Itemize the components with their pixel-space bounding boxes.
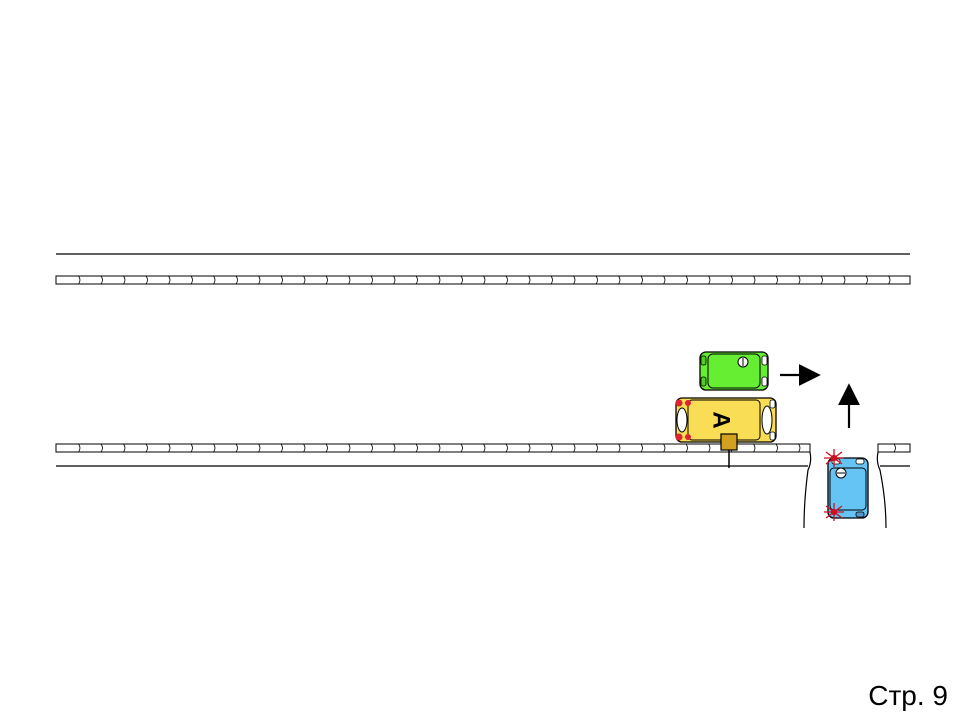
curb-stone-joint	[595, 275, 598, 285]
curb-stone-joint	[640, 275, 643, 285]
curb-stone-joint	[303, 443, 306, 453]
green-car	[699, 351, 769, 391]
curb-stone-joint	[483, 275, 486, 285]
curb-stone-joint	[775, 275, 778, 285]
curb-stone-joint	[370, 275, 373, 285]
curb-stone-joint	[168, 443, 171, 453]
curb-stone-joint	[820, 275, 823, 285]
driveway-left-edge	[803, 451, 812, 529]
curb-stone-joint	[708, 275, 711, 285]
curb-stone-joint	[415, 443, 418, 453]
driveway-right-edge	[876, 451, 887, 529]
curb-stone-joint	[460, 275, 463, 285]
curb-stone-joint	[348, 275, 351, 285]
curb-stone-joint	[325, 443, 328, 453]
curb-stone-joint	[730, 275, 733, 285]
brake-light-icon	[685, 400, 691, 406]
hazard-light-icon	[824, 503, 844, 521]
curb-stone-joint	[775, 443, 778, 453]
curb-stone-joint	[685, 443, 688, 453]
curb-stone-joint	[663, 275, 666, 285]
curb-stone-joint	[573, 275, 576, 285]
curb-stone-joint	[438, 443, 441, 453]
curb-stone-joint	[123, 275, 126, 285]
curb-stone-joint	[505, 443, 508, 453]
curb-stone-joint	[100, 275, 103, 285]
curb-stone-joint	[888, 275, 891, 285]
curb-stone-joint	[280, 275, 283, 285]
curb-stone-joint	[78, 443, 81, 453]
curb-top	[55, 275, 911, 285]
curb-stone-joint	[460, 443, 463, 453]
curb-stone-joint	[190, 443, 193, 453]
curb-stone-joint	[865, 275, 868, 285]
curb-stone-joint	[235, 275, 238, 285]
curb-stone-joint	[798, 275, 801, 285]
brake-light-icon	[675, 433, 683, 441]
blue-car	[827, 457, 869, 519]
curb-stone-joint	[595, 443, 598, 453]
curb-stone-joint	[663, 443, 666, 453]
curb-stone-joint	[438, 275, 441, 285]
curb-stone-joint	[528, 275, 531, 285]
curb-stone-joint	[213, 275, 216, 285]
curb-stone-joint	[640, 443, 643, 453]
brake-light-icon	[675, 399, 683, 407]
curb-stone-joint	[145, 275, 148, 285]
curb-stone-joint	[168, 275, 171, 285]
curb-stone-joint	[708, 443, 711, 453]
curb-stone-joint	[190, 275, 193, 285]
hazard-light-icon	[824, 449, 844, 467]
curb-stone-joint	[325, 275, 328, 285]
curb-stone-joint	[393, 275, 396, 285]
curb-stone-joint	[753, 275, 756, 285]
curb-stone-joint	[798, 443, 801, 453]
curb-stone-joint	[145, 443, 148, 453]
curb-stone-joint	[505, 275, 508, 285]
curb-stone-joint	[78, 275, 81, 285]
curb-stone-joint	[550, 275, 553, 285]
curb-stone-joint	[303, 275, 306, 285]
curb-stone-joint	[370, 443, 373, 453]
curb-stone-joint	[843, 275, 846, 285]
curb-stone-joint	[415, 275, 418, 285]
curb-stone-joint	[550, 443, 553, 453]
curb-stone-joint	[573, 443, 576, 453]
brake-light-icon	[685, 434, 691, 440]
curb-stone-joint	[100, 443, 103, 453]
curb-stone-joint	[618, 275, 621, 285]
road-sign-icon	[720, 433, 738, 468]
curb-stone-joint	[213, 443, 216, 453]
curb-stone-joint	[618, 443, 621, 453]
vehicle-label-a: A	[708, 411, 735, 428]
curb-stone-joint	[893, 443, 896, 453]
curb-stone-joint	[685, 275, 688, 285]
curb-stone-joint	[753, 443, 756, 453]
curb-stone-joint	[348, 443, 351, 453]
curb-stone-joint	[483, 443, 486, 453]
curb-bottom-right	[877, 443, 911, 453]
curb-stone-joint	[280, 443, 283, 453]
curb-stone-joint	[235, 443, 238, 453]
curb-stone-joint	[528, 443, 531, 453]
curb-stone-joint	[258, 443, 261, 453]
curb-bottom-left	[55, 443, 811, 453]
curb-stone-joint	[123, 443, 126, 453]
yellow-car-a: A	[675, 397, 777, 443]
curb-stone-joint	[393, 443, 396, 453]
page-number: Стр. 9	[868, 680, 948, 711]
curb-stone-joint	[258, 275, 261, 285]
